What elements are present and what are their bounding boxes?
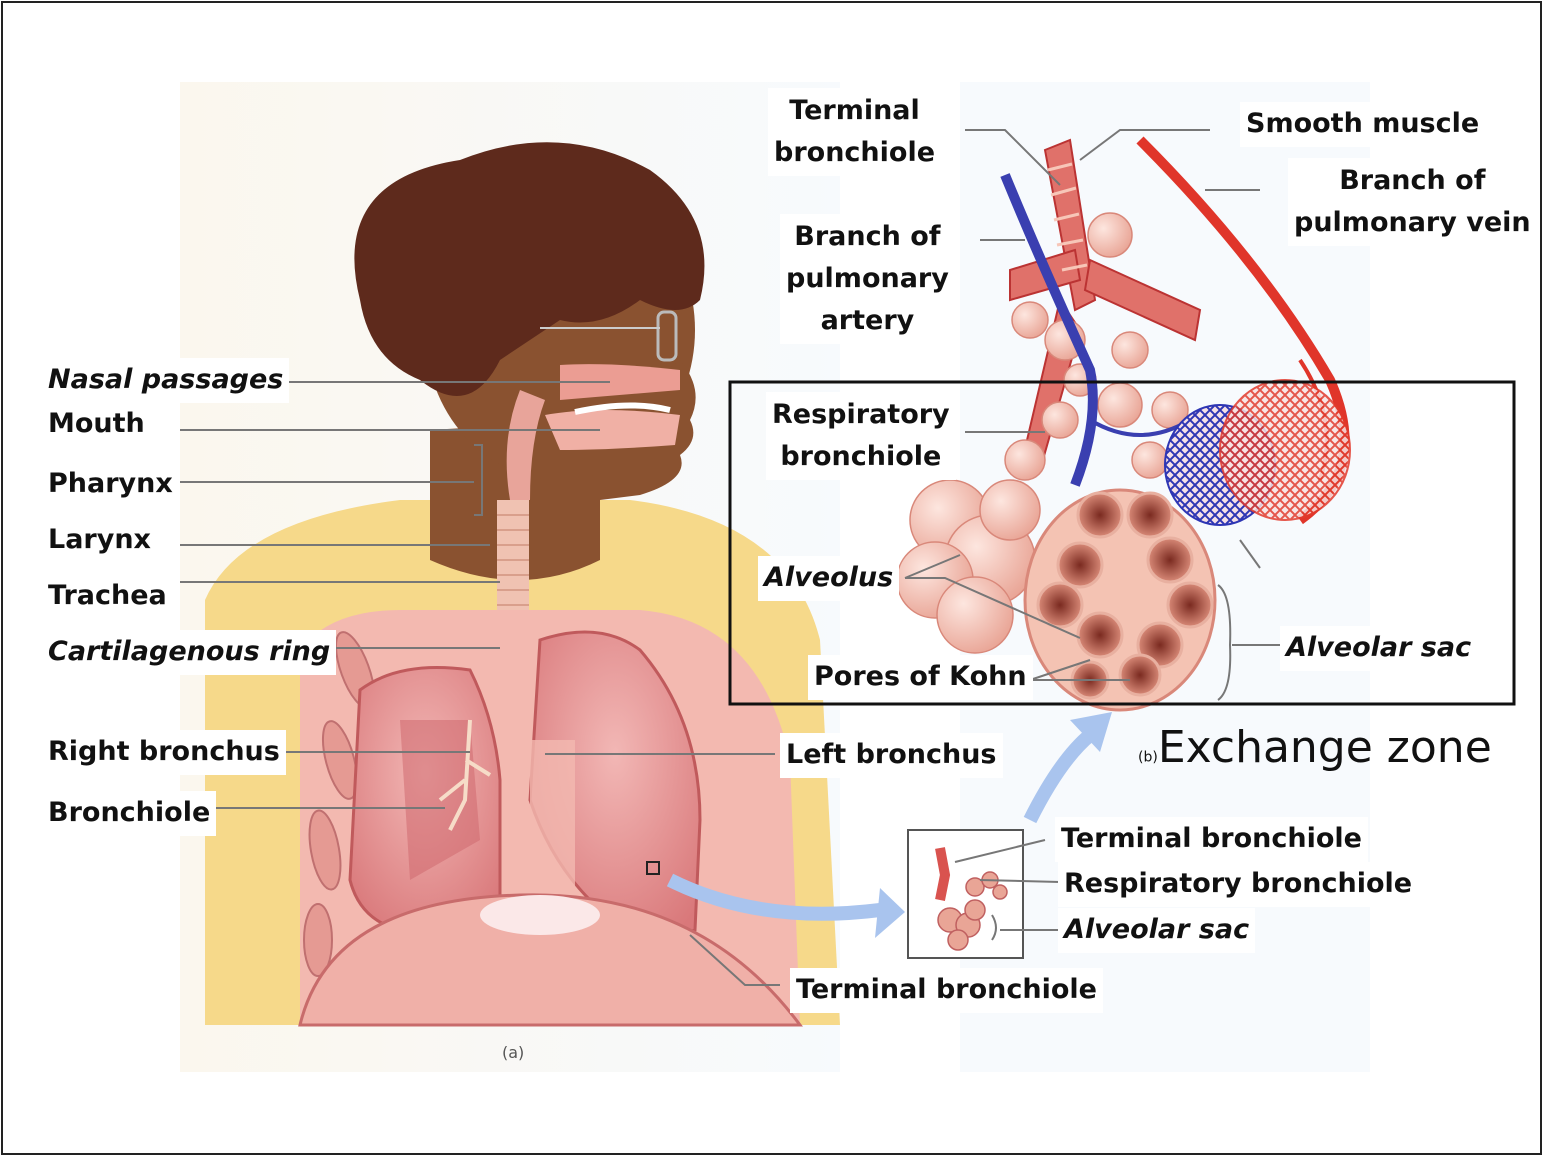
label-branch-pulmonary-vein: Branch of pulmonary vein <box>1288 158 1537 246</box>
heart-space <box>530 740 575 910</box>
label-alveolus: Alveolus <box>758 556 899 601</box>
diaphragm-highlight <box>480 895 600 935</box>
alveolar-sac-open <box>1025 490 1215 710</box>
label-alveolar-sac: Alveolar sac <box>1280 626 1477 671</box>
label-mouth: Mouth <box>42 402 151 447</box>
label-bronchiole: Bronchiole <box>42 791 216 836</box>
panel-letter-a: (a) <box>502 1043 524 1062</box>
label-right-bronchus: Right bronchus <box>42 730 286 775</box>
exchange-zone-title: (b)Exchange zone <box>1138 722 1492 773</box>
label-pharynx: Pharynx <box>42 462 179 507</box>
label-pores-of-kohn: Pores of Kohn <box>808 655 1033 700</box>
label-smooth-muscle: Smooth muscle <box>1240 102 1485 147</box>
label-terminal-bronchiole-lower: Terminal bronchiole <box>790 968 1103 1013</box>
label-nasal-passages: Nasal passages <box>42 358 289 403</box>
label-left-bronchus: Left bronchus <box>780 733 1003 778</box>
label-respiratory-bronchiole: Respiratory bronchiole <box>766 392 956 480</box>
label-cartilagenous-ring: Cartilagenous ring <box>42 630 336 675</box>
panel-letter-b: (b) <box>1138 750 1158 766</box>
inset-bronchiole <box>940 848 945 900</box>
label-terminal-bronchiole-top: Terminal bronchiole <box>768 88 941 176</box>
label-branch-pulmonary-artery: Branch of pulmonary artery <box>780 214 955 344</box>
label-inset-terminal-bronchiole: Terminal bronchiole <box>1055 817 1368 862</box>
label-inset-alveolar-sac: Alveolar sac <box>1058 908 1255 953</box>
exchange-zone-text: Exchange zone <box>1158 722 1492 773</box>
capillary-network-red <box>1220 380 1350 520</box>
label-trachea: Trachea <box>42 574 173 619</box>
label-larynx: Larynx <box>42 518 157 563</box>
label-inset-respiratory-bronchiole: Respiratory bronchiole <box>1058 862 1418 907</box>
